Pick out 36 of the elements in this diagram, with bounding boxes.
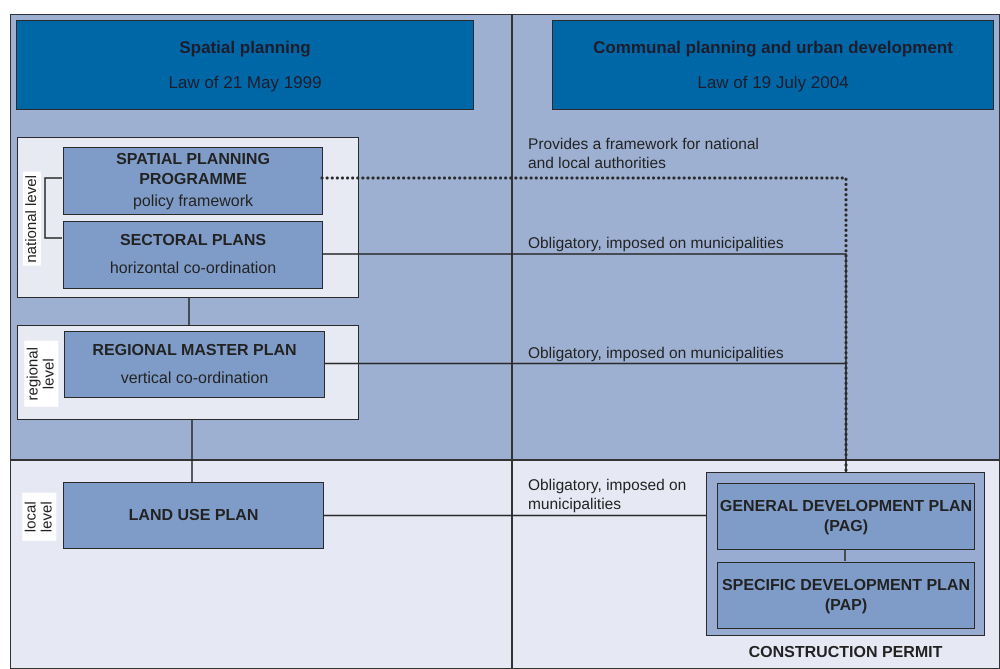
connector-line [324,362,847,472]
law-date: Law of 19 July 2004 [697,72,849,94]
connector-line [188,298,190,325]
header-title: Communal planning and urban development [593,36,953,58]
plan-box [717,562,975,629]
header-title: Spatial planning [179,36,311,58]
plan-subtitle: policy framework [132,192,254,212]
plan-box [64,331,325,398]
plan-subtitle: vertical co-ordination [120,368,268,388]
plan-title: REGIONAL MASTER PLAN [92,340,297,360]
plan-box [63,221,323,289]
plan-box [63,147,323,215]
connector-line [44,177,62,239]
plan-title: LAND USE PLAN [128,506,258,526]
connector-line [324,514,706,516]
edge-label: Obligatory, imposed on municipalities [528,476,688,514]
level-group-box [17,137,359,298]
edge-label: Provides a framework for national and local authorities [528,135,760,174]
law-header-box [552,20,994,110]
law-header-box [16,20,474,110]
permit-caption: CONSTRUCTION PERMIT [748,643,944,663]
level-label: local level [22,492,56,541]
level-label: regional level [24,340,58,407]
connector-line [191,420,193,482]
dotted-connector [320,176,848,474]
plan-title: SECTORAL PLANS [120,231,266,251]
plan-box [717,483,975,550]
level-label: national level [22,172,41,266]
plan-title: GENERAL DEVELOPMENT PLAN (PAG) [718,496,974,536]
law-date: Law of 21 May 1999 [168,72,322,94]
edge-label: Obligatory, imposed on municipalities [528,344,785,363]
edge-label: Obligatory, imposed on municipalities [528,234,785,254]
plan-title: SPECIFIC DEVELOPMENT PLAN (PAP) [720,576,972,616]
connector-line [844,549,846,561]
level-group-box [17,325,359,420]
plan-subtitle: horizontal co-ordination [110,259,276,279]
